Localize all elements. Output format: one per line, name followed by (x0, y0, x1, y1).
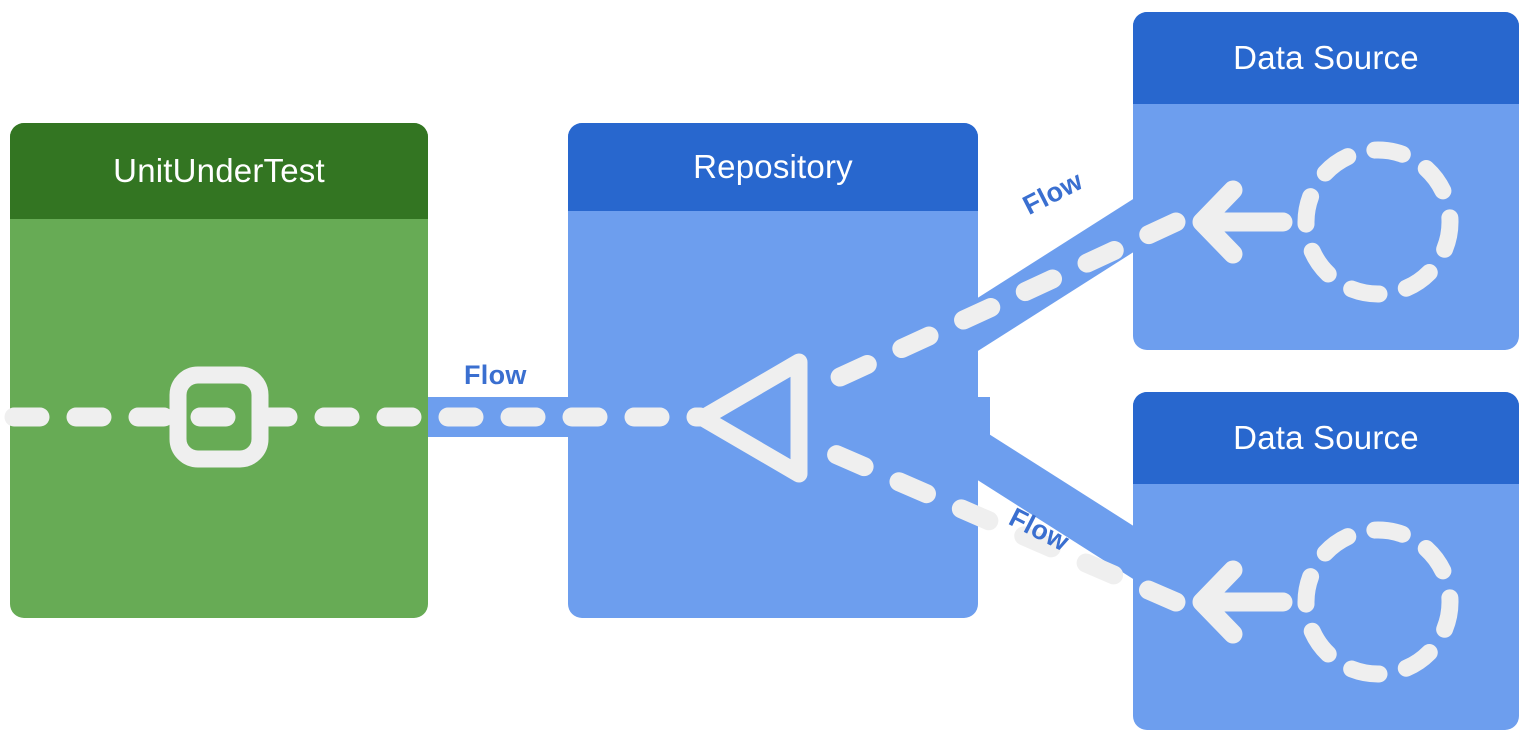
node-data-source-top-label: Data Source (1233, 39, 1419, 76)
triangle-left-icon (694, 353, 808, 483)
flow-dash-datasource-bottom (802, 434, 1186, 612)
node-data-source-bottom-label: Data Source (1233, 419, 1419, 456)
node-unit-under-test-label: UnitUnderTest (113, 152, 325, 189)
rounded-square-icon (169, 366, 269, 468)
data-source-top-glyph-group (1192, 141, 1459, 303)
node-unit-under-test-header: UnitUnderTest (10, 123, 428, 219)
node-repository-header: Repository (568, 123, 978, 211)
data-source-bottom-glyph-group (1192, 521, 1459, 683)
node-data-source-bottom-header: Data Source (1133, 392, 1519, 484)
dashed-circle-icon-bottom (1297, 521, 1459, 683)
node-data-source-top-header: Data Source (1133, 12, 1519, 104)
flow-label-text: Flow (464, 360, 527, 390)
flow-dash-datasource-top (802, 212, 1186, 400)
node-repository-label: Repository (693, 148, 853, 185)
left-arrow-icon-bottom-head (1192, 560, 1243, 644)
left-arrow-icon-top-head (1192, 180, 1243, 264)
flow-label-unit-to-repository: Flow (464, 360, 527, 391)
dashed-circle-icon-top (1297, 141, 1459, 303)
